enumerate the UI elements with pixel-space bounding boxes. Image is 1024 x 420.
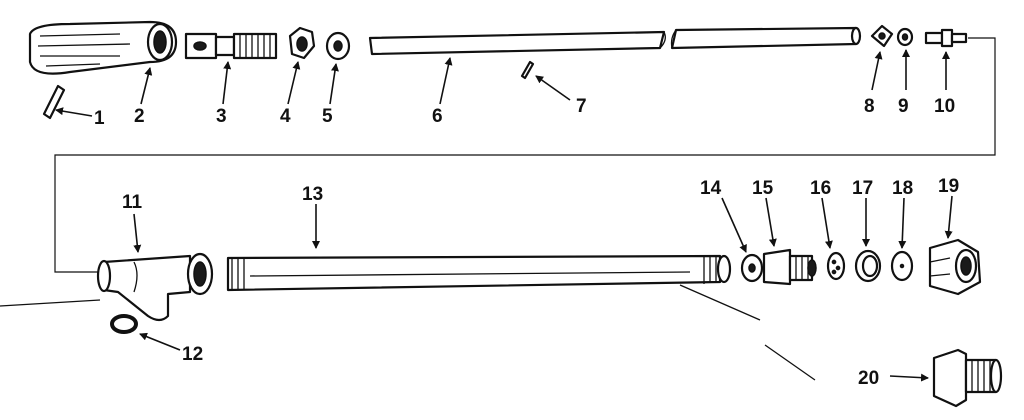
leader-20 [889,373,929,382]
leader-6 [439,57,453,105]
callout-7: 7 [576,96,587,117]
callout-4: 4 [280,106,291,127]
leader-19 [944,195,953,239]
callout-11: 11 [122,192,143,213]
part-1-pin [42,84,66,120]
leader-4 [287,61,301,105]
part-17-ring [854,249,882,283]
callout-8: 8 [864,96,875,117]
part-10-stem [924,28,968,48]
part-20-plug-fitting [932,348,1003,408]
leader-8 [871,51,883,91]
callout-1: 1 [94,108,105,129]
callout-19: 19 [938,176,959,197]
part-16-perforated-disc [826,251,846,281]
part-15-adapter-fitting [762,248,817,286]
leader-12 [139,332,181,351]
leader-16 [821,197,833,249]
callout-2: 2 [134,106,145,127]
callout-18: 18 [892,178,913,199]
part-12-o-ring [110,314,138,334]
leader-7 [535,75,571,101]
leader-15 [765,197,777,247]
part-9-small-washer [896,27,914,47]
part-14-washer [740,253,764,283]
leader-5 [329,63,339,105]
leader-18 [898,197,907,249]
part-2-grip-handle [28,20,178,75]
part-8-clip [870,24,894,48]
part-6-long-rod [368,26,862,56]
callout-9: 9 [898,96,909,117]
part-19-cap-nut [928,238,982,296]
leader-1 [55,107,93,117]
part-7-small-pin [520,60,535,80]
leader-11 [133,213,142,253]
part-5-washer [325,31,351,61]
callout-14: 14 [700,178,722,199]
callout-20: 20 [858,368,879,389]
callout-6: 6 [432,106,443,127]
callout-10: 10 [934,96,955,117]
callout-5: 5 [322,106,333,127]
part-3-valve-fitting [184,32,278,60]
part-11-y-strainer-body [96,252,214,322]
leader-3 [222,61,232,105]
callout-15: 15 [752,178,774,199]
ground-line [0,299,101,307]
callout-13: 13 [302,184,323,205]
callout-16: 16 [810,178,831,199]
assembly-guide-line [54,37,996,273]
perspective-line [679,284,816,381]
part-13-pipe [226,254,732,292]
part-4-hex-nut [288,26,316,60]
part-18-screen-disc [890,250,914,282]
callout-3: 3 [216,106,227,127]
callout-12: 12 [182,344,203,365]
leader-2 [140,67,153,105]
callout-17: 17 [852,178,873,199]
leader-14 [721,197,747,253]
